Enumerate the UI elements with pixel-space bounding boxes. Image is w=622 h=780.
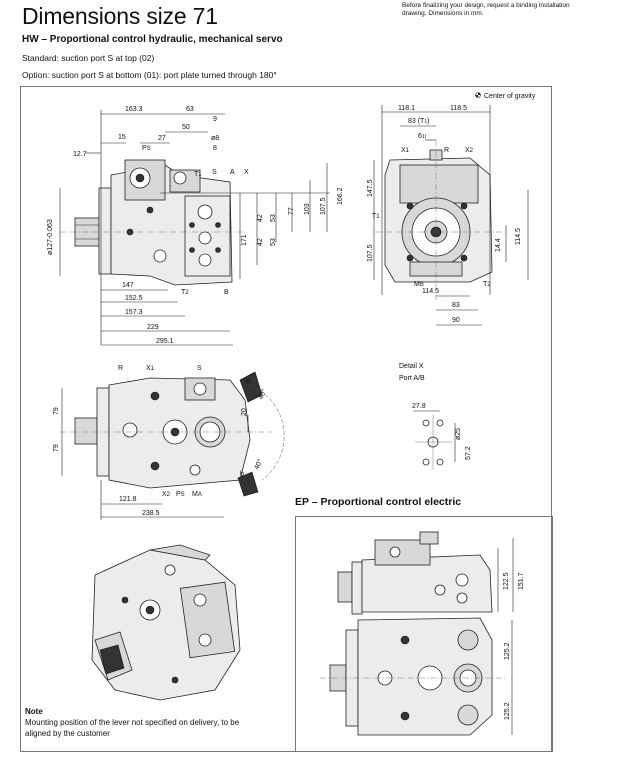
- svg-text:147: 147: [122, 282, 134, 289]
- svg-text:ø25: ø25: [455, 428, 462, 440]
- svg-text:53: 53: [270, 238, 277, 246]
- svg-text:79: 79: [53, 407, 60, 415]
- svg-text:S: S: [197, 365, 202, 372]
- svg-text:9: 9: [213, 116, 217, 123]
- svg-text:42: 42: [257, 238, 264, 246]
- drawing-frame: [20, 86, 552, 752]
- svg-text:T1: T1: [372, 213, 380, 220]
- ep-top-view: 125.2 125.2: [320, 617, 513, 736]
- ep-heading: EP – Proportional control electric: [295, 496, 462, 508]
- svg-text:79: 79: [53, 444, 60, 452]
- page-title: Dimensions size 71: [22, 3, 218, 29]
- top-view-dimensions: 79 79 20 40° 40° 121.8 238.5: [53, 388, 268, 517]
- svg-text:63: 63: [186, 106, 194, 113]
- ep-dim-125-2-bottom: 125.2: [504, 702, 511, 720]
- svg-text:PS: PS: [142, 145, 151, 152]
- svg-text:57.2: 57.2: [465, 446, 472, 460]
- svg-text:12.7: 12.7: [73, 151, 87, 158]
- svg-text:50: 50: [182, 124, 190, 131]
- svg-text:147.5: 147.5: [367, 179, 374, 197]
- note-text: Mounting position of the lever not speci…: [25, 718, 240, 738]
- detail-x-subtitle: Port A/B: [399, 375, 425, 382]
- note-label: Note: [25, 707, 43, 716]
- svg-text:X1: X1: [401, 147, 410, 154]
- svg-text:107.5: 107.5: [367, 244, 374, 262]
- svg-text:77: 77: [288, 207, 295, 215]
- svg-text:R: R: [118, 365, 123, 372]
- svg-text:118.1: 118.1: [398, 105, 415, 112]
- svg-text:X2: X2: [465, 147, 474, 154]
- svg-text:T2: T2: [483, 281, 491, 288]
- svg-text:103: 103: [304, 203, 311, 215]
- svg-text:114.5: 114.5: [515, 228, 522, 245]
- svg-text:ø127-0.063: ø127-0.063: [47, 219, 54, 255]
- ep-drawing-frame: [295, 516, 553, 752]
- svg-text:118.5: 118.5: [450, 105, 467, 112]
- detail-x-title: Detail X: [399, 363, 424, 370]
- svg-text:61): 61): [418, 133, 427, 140]
- center-of-gravity-legend: Center of gravity: [475, 92, 536, 100]
- svg-text:b: b: [240, 471, 244, 478]
- svg-text:114.5: 114.5: [422, 288, 439, 295]
- ep-dim-125-2-top: 125.2: [504, 642, 511, 660]
- svg-text:42: 42: [257, 214, 264, 222]
- svg-text:83: 83: [452, 302, 460, 309]
- svg-text:295.1: 295.1: [156, 338, 174, 345]
- svg-text:15: 15: [118, 134, 126, 141]
- side-view-dimensions: 163.3 63 9 50 27 15 12.7 ø8 8 ø127-0.063…: [47, 106, 344, 345]
- svg-text:53: 53: [270, 214, 277, 222]
- svg-text:X: X: [244, 169, 249, 176]
- svg-text:X2: X2: [162, 491, 171, 498]
- front-view-port-labels: X1 R X2 T1 MB T2: [372, 147, 491, 288]
- side-view-port-labels: PS T1 S A X T2 B: [142, 145, 249, 296]
- svg-text:121.8: 121.8: [119, 496, 137, 503]
- alternative-option-text: Option: suction port S at bottom (01): p…: [22, 70, 277, 80]
- svg-text:238.5: 238.5: [142, 510, 160, 517]
- side-view-drawing: [59, 110, 330, 346]
- svg-text:T2: T2: [181, 289, 189, 296]
- svg-text:S: S: [212, 169, 217, 176]
- top-view-drawing: [60, 371, 285, 520]
- svg-text:229: 229: [147, 324, 159, 331]
- ep-dim-151-7: 151.7: [518, 572, 525, 590]
- svg-text:14.4: 14.4: [495, 238, 502, 252]
- detail-x: Detail X Port A/B 27.8 ø25 57.2: [399, 363, 472, 470]
- top-view-port-labels: R X1 S X2 PS MA a b: [118, 365, 250, 498]
- svg-text:8: 8: [213, 145, 217, 152]
- svg-text:40°: 40°: [257, 388, 269, 401]
- svg-text:166.2: 166.2: [337, 187, 344, 205]
- svg-text:83 (T1): 83 (T1): [408, 118, 429, 125]
- svg-text:107.5: 107.5: [320, 197, 327, 215]
- svg-text:163.3: 163.3: [125, 106, 143, 113]
- ep-side-view: 122.5 151.7: [337, 531, 525, 615]
- svg-text:PS: PS: [176, 491, 185, 498]
- svg-text:171: 171: [241, 234, 248, 246]
- svg-text:40°: 40°: [253, 458, 265, 471]
- svg-text:X1: X1: [146, 365, 155, 372]
- svg-text:90: 90: [452, 317, 460, 324]
- front-view-drawing: [373, 105, 529, 326]
- pump-3d-illustration: [91, 544, 241, 701]
- svg-text:20: 20: [241, 408, 248, 416]
- svg-text:a: a: [246, 378, 250, 385]
- svg-text:T1: T1: [194, 171, 202, 178]
- standard-option-text: Standard: suction port S at top (02): [22, 53, 155, 63]
- svg-text:R: R: [444, 147, 449, 154]
- svg-text:ø8: ø8: [211, 135, 219, 142]
- front-view-dimensions: 118.1 118.5 83 (T1) 61) 147.5 107.5 14.4…: [367, 105, 522, 324]
- center-of-gravity-label: Center of gravity: [484, 93, 536, 100]
- svg-text:MA: MA: [192, 491, 202, 498]
- svg-text:27: 27: [158, 135, 166, 142]
- ep-dim-122-5: 122.5: [503, 572, 510, 590]
- svg-text:152.5: 152.5: [125, 295, 143, 302]
- installation-note: Before finalizing your design, request a…: [402, 2, 570, 17]
- svg-text:B: B: [224, 289, 229, 296]
- hw-heading: HW – Proportional control hydraulic, mec…: [22, 34, 283, 45]
- svg-text:157.3: 157.3: [125, 309, 143, 316]
- svg-text:A: A: [230, 169, 235, 176]
- svg-text:27.8: 27.8: [412, 403, 426, 410]
- svg-text:MB: MB: [414, 281, 424, 288]
